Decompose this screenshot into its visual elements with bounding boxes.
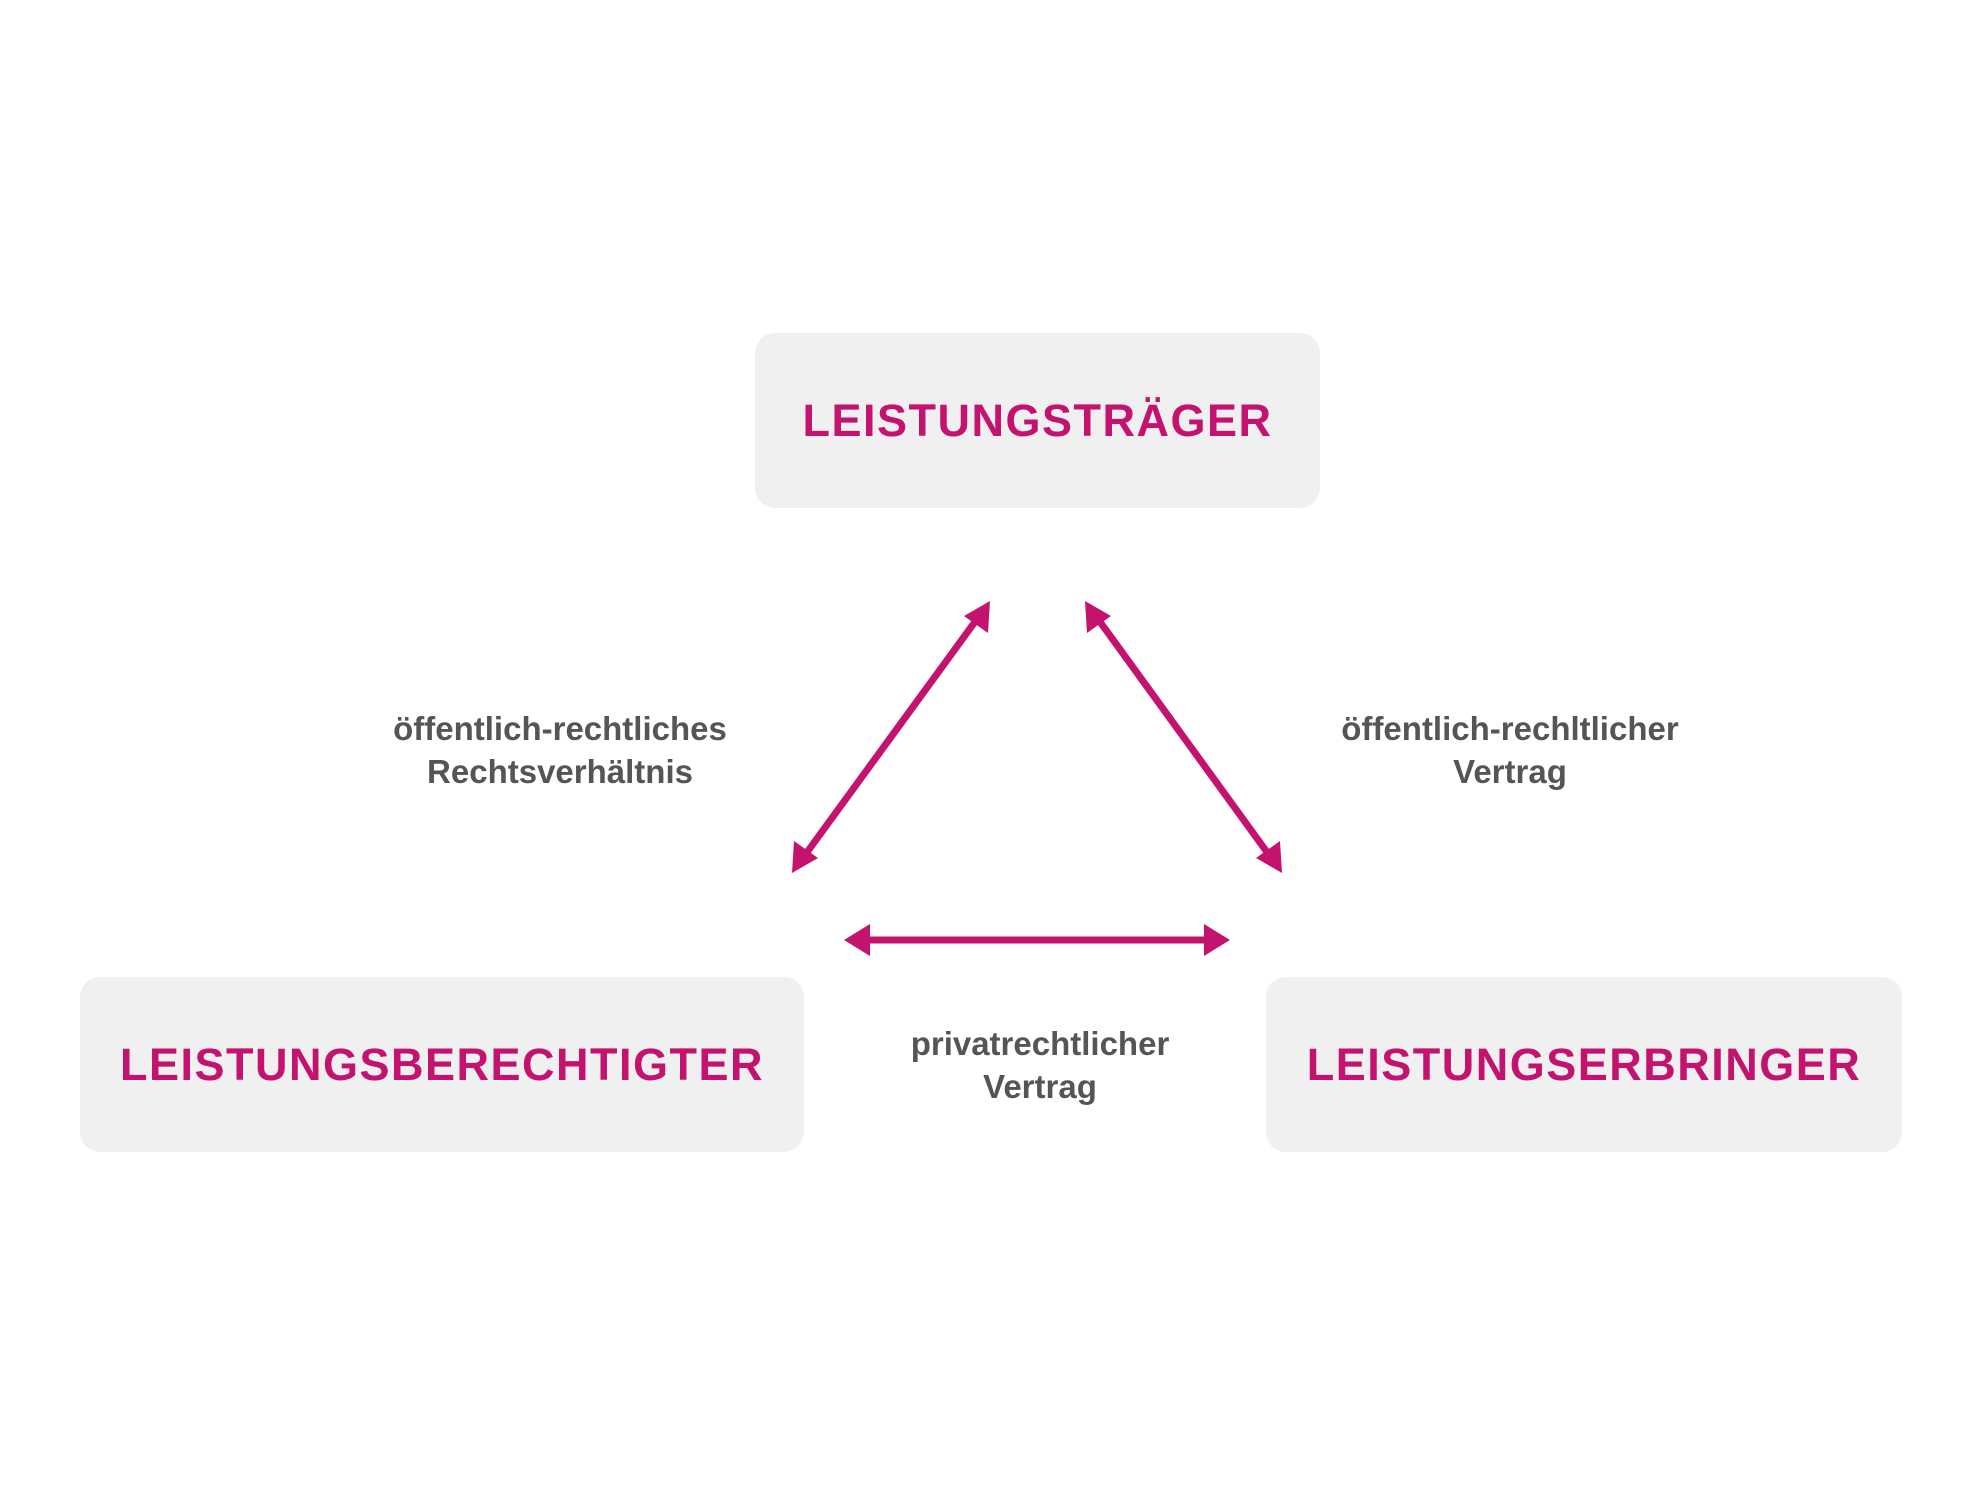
node-leistungserbringer-label: LEISTUNGSERBRINGER [1306,1038,1862,1090]
arrow-top-left-head-bottom [792,841,818,873]
node-leistungstraeger: LEISTUNGSTRÄGER [755,333,1320,508]
relation-label-bottom-line1: privatrechtlicher [910,1025,1170,1062]
arrow-top-left-head-top [964,601,990,633]
relation-label-right-line2: Vertrag [1453,753,1567,790]
relation-label-right-line1: öffentlich-rechltlicher [1341,710,1679,747]
relation-label-bottom: privatrechtlicher Vertrag [840,1022,1240,1108]
arrow-top-right-line [1087,605,1280,869]
relation-label-left-line2: Rechtsverhältnis [427,753,693,790]
node-leistungsberechtigter-label: LEISTUNGSBERECHTIGTER [119,1038,765,1090]
node-leistungstraeger-label: LEISTUNGSTRÄGER [802,394,1273,446]
arrow-top-right-head-top [1085,601,1111,633]
node-leistungserbringer: LEISTUNGSERBRINGER [1266,977,1902,1152]
arrow-bottom-head-left [844,924,870,956]
relation-label-bottom-line2: Vertrag [983,1068,1097,1105]
node-leistungsberechtigter: LEISTUNGSBERECHTIGTER [80,977,804,1152]
relation-label-left-line1: öffentlich-rechtliches [393,710,727,747]
arrow-top-right-head-bottom [1256,841,1282,873]
arrow-bottom-head-right [1204,924,1230,956]
relation-label-right: öffentlich-rechltlicher Vertrag [1310,707,1710,793]
arrow-top-left-line [794,605,988,869]
relation-label-left: öffentlich-rechtliches Rechtsverhältnis [360,707,760,793]
